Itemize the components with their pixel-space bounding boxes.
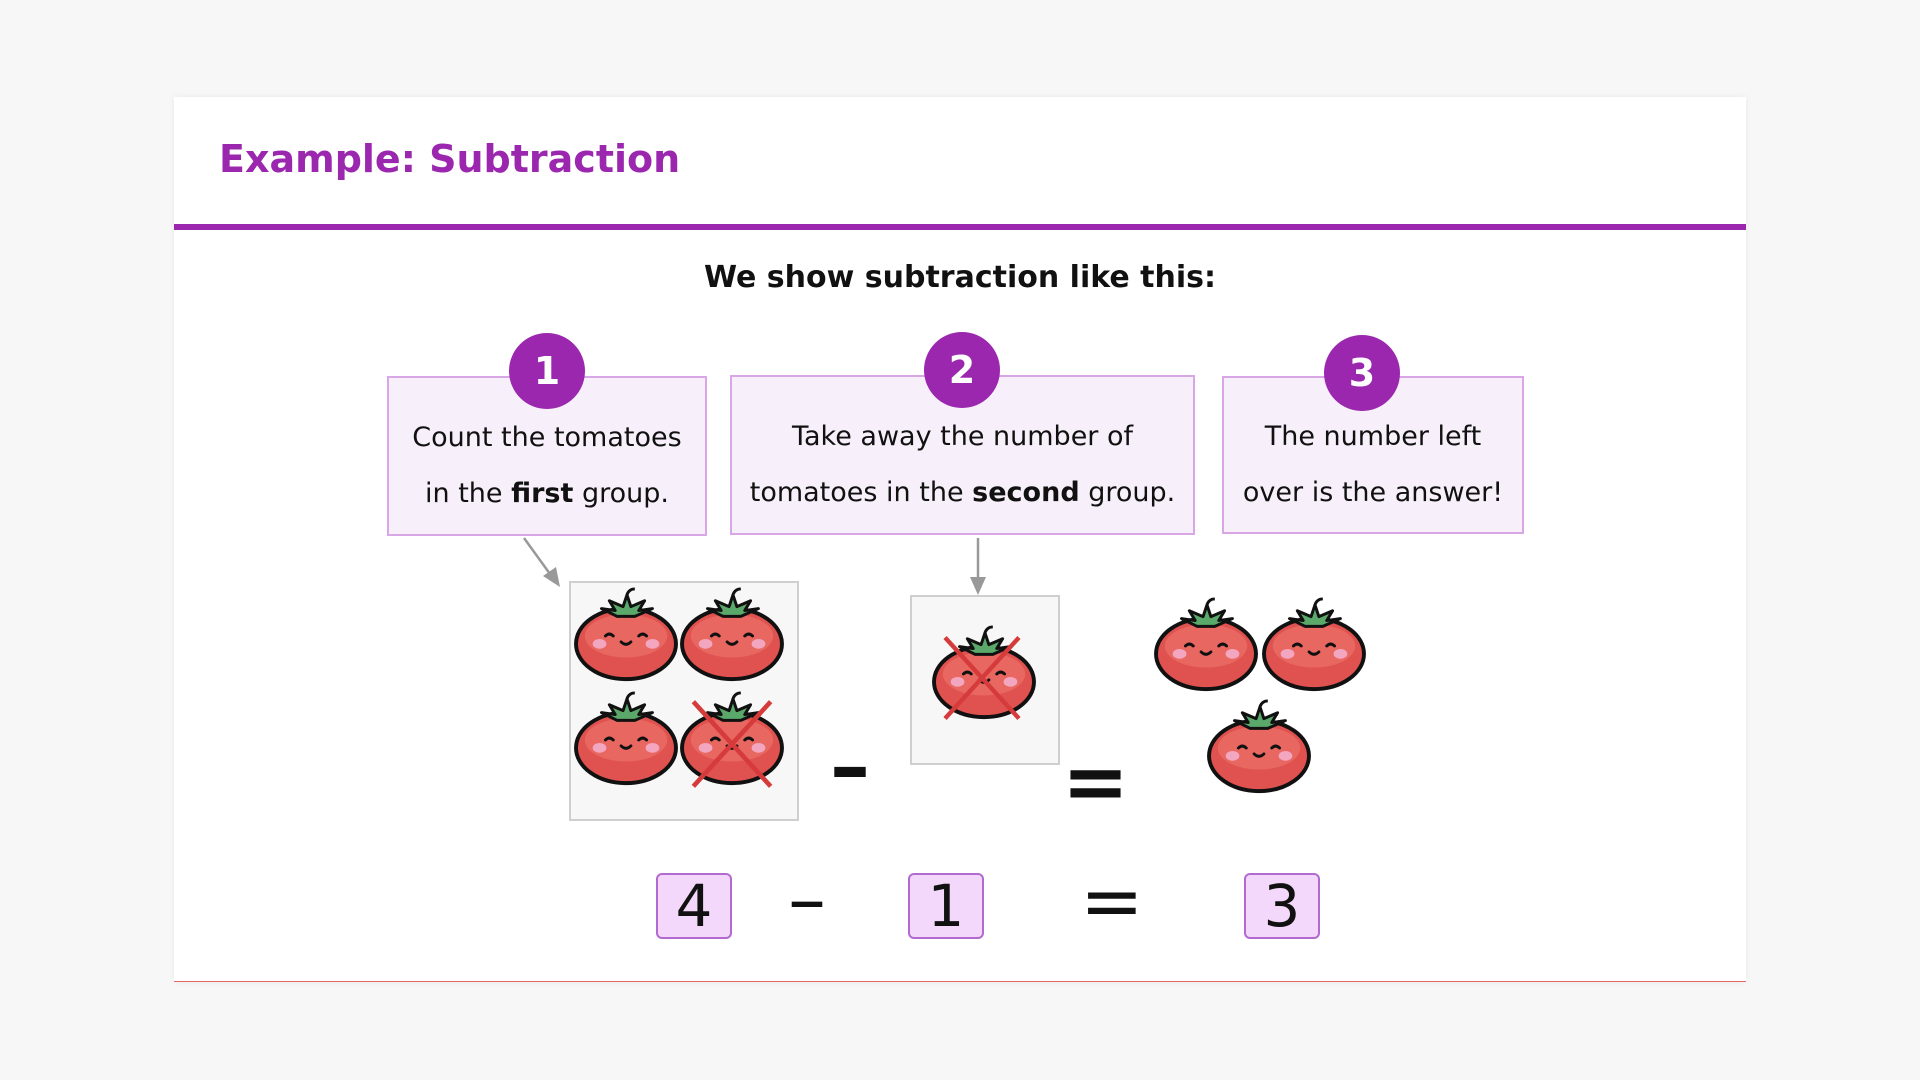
step-2-box: Take away the number of tomatoes in the …	[730, 375, 1195, 535]
tomato-icon	[572, 691, 680, 789]
slide-subtitle: We show subtraction like this:	[703, 260, 1217, 295]
step-1-number-badge: 1	[509, 333, 585, 409]
step-3-number-badge: 3	[1324, 335, 1400, 411]
step-2-number-badge: 2	[924, 332, 1000, 408]
equation-second-number: 1	[908, 872, 984, 940]
tomato-icon	[1260, 597, 1368, 695]
step-2-line2-pre: tomatoes in the	[749, 477, 973, 508]
step-2-line2-bold: second	[972, 477, 1080, 508]
arrow-step-1-head	[543, 567, 560, 587]
step-2-line1: Take away the number of	[791, 421, 1134, 452]
step-1-line2-bold: first	[511, 478, 574, 509]
step-2-line2-post: group.	[1079, 477, 1176, 508]
slide-title: Example: Subtraction	[219, 137, 681, 181]
tomato-icon	[1205, 699, 1313, 797]
equation-minus-sign: –	[788, 854, 826, 943]
arrow-step-1	[522, 537, 552, 575]
step-3-line2-pre: over is the answer!	[1242, 477, 1504, 508]
step-1-line1: Count the tomatoes	[412, 422, 682, 453]
pointer-arrows	[522, 537, 986, 595]
equation-first-number: 4	[656, 872, 732, 940]
tomato-icon	[678, 587, 786, 685]
picture-equals-sign: =	[1062, 735, 1130, 828]
title-divider	[174, 224, 1746, 230]
cross-out-icon	[938, 619, 1026, 737]
picture-minus-sign: –	[830, 720, 870, 813]
step-1-line2-post: group.	[573, 478, 669, 509]
step-1-line2-pre: in the	[425, 478, 512, 509]
tomato-icon	[572, 587, 680, 685]
tomato-icon	[1152, 597, 1260, 695]
cross-out-icon	[686, 687, 778, 801]
equation-equals-sign: =	[1080, 856, 1144, 945]
step-1-box: Count the tomatoes in the first group.	[387, 376, 707, 536]
equation-result: 3	[1244, 872, 1320, 940]
arrow-step-2-head	[970, 577, 986, 595]
step-3-line1: The number left	[1264, 421, 1482, 452]
slide-card: Example: Subtraction We show subtraction…	[174, 97, 1746, 982]
